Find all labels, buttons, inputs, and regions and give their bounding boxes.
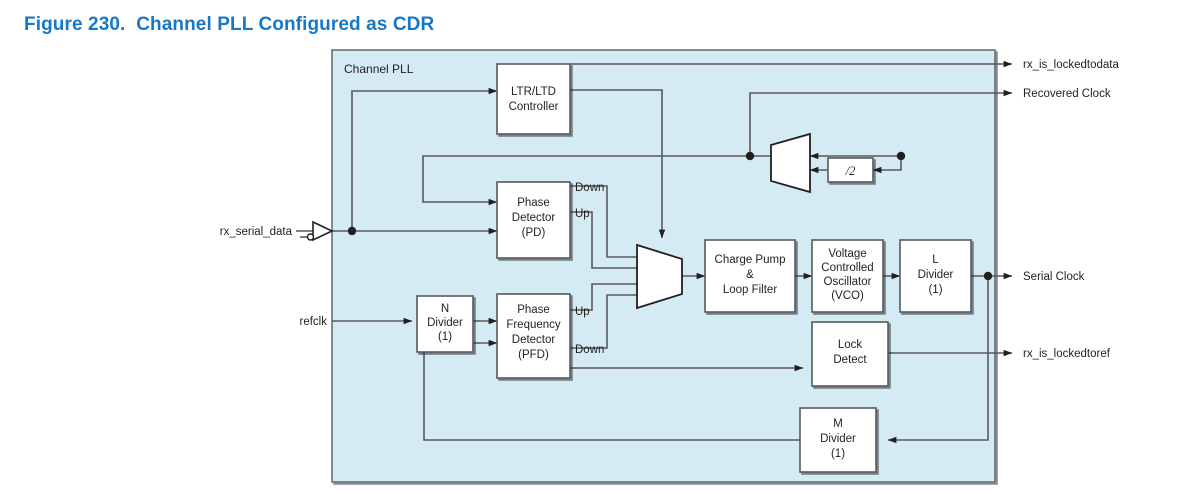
block-ldiv-line-0: L: [932, 254, 939, 266]
clock-mux[interactable]: [770, 132, 811, 194]
loop-path-mux[interactable]: [636, 243, 683, 310]
block-lockdet-line-0: Lock: [838, 339, 863, 351]
block-vco-line-2: Oscillator: [824, 276, 872, 288]
block-vco-line-1: Controlled: [821, 262, 873, 274]
block-pd-line-2: (PD): [522, 227, 546, 239]
block-cp-line-2: Loop Filter: [723, 284, 778, 296]
block-lock-detect[interactable]: Lock Detect: [811, 321, 889, 387]
block-pd-line-1: Detector: [512, 212, 556, 224]
output-labels: rx_is_lockedtodata Recovered Clock Seria…: [1023, 59, 1119, 360]
rx-serial-data-buffer-icon: [306, 220, 334, 242]
block-m-divider[interactable]: M Divider (1): [799, 407, 877, 473]
figure-title: Figure 230. Channel PLL Configured as CD…: [24, 14, 434, 36]
block-ndiv-line-0: N: [441, 303, 449, 315]
block-div2-label: /2: [845, 164, 856, 178]
block-pfd-line-0: Phase: [517, 304, 550, 316]
junction-serialclock: [983, 271, 993, 281]
block-ldiv-line-1: Divider: [918, 269, 954, 281]
block-ltr-ltd-line-1: Controller: [509, 101, 559, 113]
wire-recovered-clock-out: [749, 89, 1013, 156]
block-mdiv-line-0: M: [833, 418, 843, 430]
channel-pll-label: Channel PLL: [344, 62, 414, 76]
block-pd-line-0: Phase: [517, 197, 550, 209]
junction-dots: [347, 151, 993, 281]
input-label-rx-serial-data: rx_serial_data: [220, 226, 293, 238]
wire-pfd-down-to-mux: [570, 294, 637, 349]
wire-rxdata-to-ltrltd: [351, 87, 498, 231]
label-pfd-up: Up: [575, 306, 590, 318]
wire-group: [296, 60, 1013, 444]
block-mdiv-line-2: (1): [831, 448, 845, 460]
wire-pd-down-to-mux: [570, 185, 637, 258]
block-ltr-ltd-line-0: LTR/LTD: [511, 86, 556, 98]
junction-rxdata: [347, 226, 357, 236]
block-ndiv-line-1: Divider: [427, 317, 463, 329]
label-pfd-down: Down: [575, 344, 604, 356]
wire-pfd-up-to-mux: [570, 283, 637, 311]
wire-pd-up-to-mux: [570, 211, 637, 269]
wire-ltrltd-to-muxsel: [570, 89, 666, 239]
block-mdiv-line-1: Divider: [820, 433, 856, 445]
block-phase-frequency-detector[interactable]: Phase Frequency Detector (PFD): [496, 293, 571, 379]
port-labels: Down Up Up Down: [575, 182, 604, 356]
block-ndiv-line-2: (1): [438, 331, 452, 343]
block-cp-line-0: Charge Pump: [715, 254, 786, 266]
block-ltr-ltd[interactable]: LTR/LTD Controller: [496, 63, 571, 135]
junction-ldiv-fb: [896, 151, 906, 161]
wire-serialclk-to-mdiv: [887, 276, 989, 444]
block-lockdet-line-1: Detect: [833, 354, 867, 366]
junction-clkmux-out: [745, 151, 755, 161]
wire-recclk-to-pd: [422, 155, 771, 206]
block-pfd-line-3: (PFD): [518, 349, 549, 361]
block-phase-detector[interactable]: Phase Detector (PD): [496, 181, 571, 259]
block-ldiv-line-2: (1): [928, 284, 942, 296]
input-label-refclk: refclk: [300, 316, 328, 328]
output-label-serial-clock: Serial Clock: [1023, 271, 1085, 283]
block-vco[interactable]: Voltage Controlled Oscillator (VCO): [811, 239, 884, 313]
output-label-rx-is-lockedtoref: rx_is_lockedtoref: [1023, 348, 1111, 360]
block-vco-line-0: Voltage: [828, 248, 866, 260]
figure-caption: Channel PLL Configured as CDR: [136, 14, 435, 35]
output-label-recovered-clock: Recovered Clock: [1023, 88, 1111, 100]
block-cp-line-1: &: [746, 269, 754, 281]
label-pd-down: Down: [575, 182, 604, 194]
label-pd-up: Up: [575, 208, 590, 220]
output-label-rx-is-lockedtodata: rx_is_lockedtodata: [1023, 59, 1119, 71]
input-labels: rx_serial_data refclk: [220, 226, 327, 328]
wire-ldiv-to-div2: [872, 156, 902, 174]
block-l-divider[interactable]: L Divider (1): [899, 239, 972, 313]
block-pfd-line-2: Detector: [512, 334, 556, 346]
figure-number: Figure 230.: [24, 14, 126, 35]
block-n-divider[interactable]: N Divider (1): [416, 295, 474, 353]
block-div2[interactable]: /2: [827, 157, 874, 183]
block-charge-pump-loop-filter[interactable]: Charge Pump & Loop Filter: [704, 239, 796, 313]
block-vco-line-3: (VCO): [831, 290, 864, 302]
block-pfd-line-1: Frequency: [506, 319, 561, 331]
